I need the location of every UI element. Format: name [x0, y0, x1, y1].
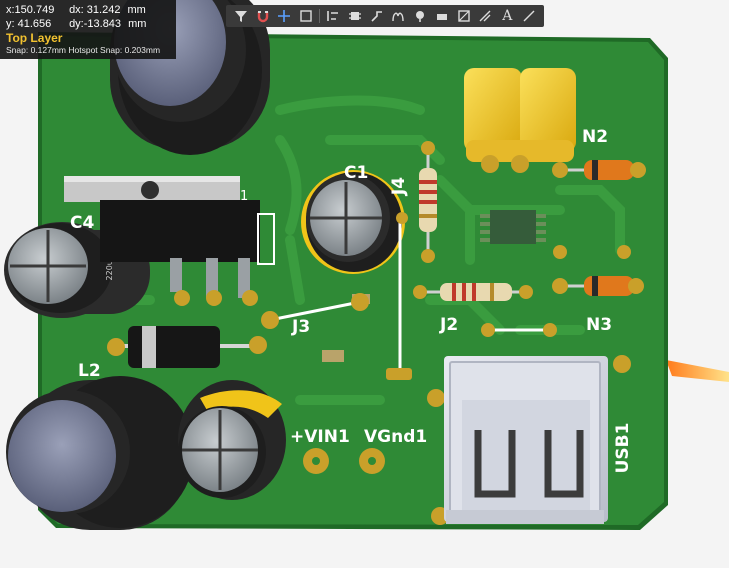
diode-n3[interactable]: [552, 245, 644, 296]
region-icon[interactable]: [475, 6, 497, 26]
capacitor-bottom-left[interactable]: [6, 376, 194, 530]
label-c4: C4: [70, 213, 94, 233]
toolbar-separator: [319, 9, 321, 23]
capacitor-c1[interactable]: [301, 170, 405, 274]
label-n3: N3: [586, 315, 612, 335]
diode-l2[interactable]: [107, 326, 267, 368]
cap-c4-marking: 220uF: [105, 255, 114, 280]
resistor-j4[interactable]: [419, 141, 437, 263]
label-j2: J2: [439, 315, 458, 335]
capacitor-yellow-pair[interactable]: [464, 68, 576, 173]
active-bar-toolbar: A: [226, 5, 544, 27]
highlight-flare: [666, 360, 729, 382]
capacitor-bottom-middle[interactable]: [178, 380, 286, 500]
text-icon[interactable]: A: [502, 8, 513, 24]
via-icon[interactable]: [409, 6, 431, 26]
label-j3: J3: [291, 317, 310, 337]
jumper-j3[interactable]: [261, 293, 369, 329]
line-icon[interactable]: [518, 6, 540, 26]
pad-icon[interactable]: [431, 6, 453, 26]
usb-connector[interactable]: [427, 355, 631, 525]
coordinate-hud: x:150.749 dx: 31.242 mm y: 41.656 dy:-13…: [0, 0, 176, 59]
capacitor-c4[interactable]: 220uF: [4, 222, 150, 318]
smd-ic[interactable]: [490, 210, 536, 244]
hud-row-x: x:150.749 dx: 31.242 mm: [6, 3, 170, 17]
hud-layer-name: Top Layer: [6, 31, 63, 45]
magnet-route-icon[interactable]: [252, 6, 274, 26]
hud-row-y: y: 41.656 dy:-13.843 mm: [6, 17, 170, 31]
voltage-regulator[interactable]: [64, 176, 275, 306]
hud-dx: dx: 31.242: [69, 4, 121, 16]
select-rect-icon[interactable]: [295, 6, 317, 26]
interactive-route-icon[interactable]: [366, 6, 388, 26]
smd-ic-pins: [480, 214, 546, 242]
smd-resistor[interactable]: [322, 350, 344, 362]
hud-dx-unit: mm: [127, 4, 146, 16]
hud-dy-unit: mm: [128, 18, 147, 30]
filter-icon[interactable]: [230, 6, 252, 26]
label-n2: N2: [582, 127, 608, 147]
regulator-pin1-label: 1: [240, 189, 248, 204]
arc-route-icon[interactable]: [387, 6, 409, 26]
hud-dy: dy:-13.843: [69, 18, 122, 30]
label-usb: USB1: [613, 423, 633, 474]
fill-icon[interactable]: [453, 6, 475, 26]
label-l2: L2: [78, 361, 101, 381]
label-vin: +VIN1: [290, 427, 350, 447]
jumper-j2-wire[interactable]: [481, 323, 557, 337]
resistor-j2[interactable]: [413, 283, 533, 301]
label-vgnd: VGnd1: [364, 427, 427, 447]
align-icon[interactable]: [322, 6, 344, 26]
hud-snap: Snap: 0.127mm Hotspot Snap: 0.203mm: [6, 45, 161, 55]
label-c1: C1: [344, 163, 368, 183]
diode-n2[interactable]: [552, 160, 646, 180]
hud-y: y: 41.656: [6, 18, 52, 30]
component-icon[interactable]: [344, 6, 366, 26]
hud-x: x:150.749: [6, 4, 55, 16]
label-j4: J4: [389, 177, 409, 196]
crosshair-plus-icon[interactable]: [274, 6, 296, 26]
jumper-pad[interactable]: [386, 368, 412, 380]
